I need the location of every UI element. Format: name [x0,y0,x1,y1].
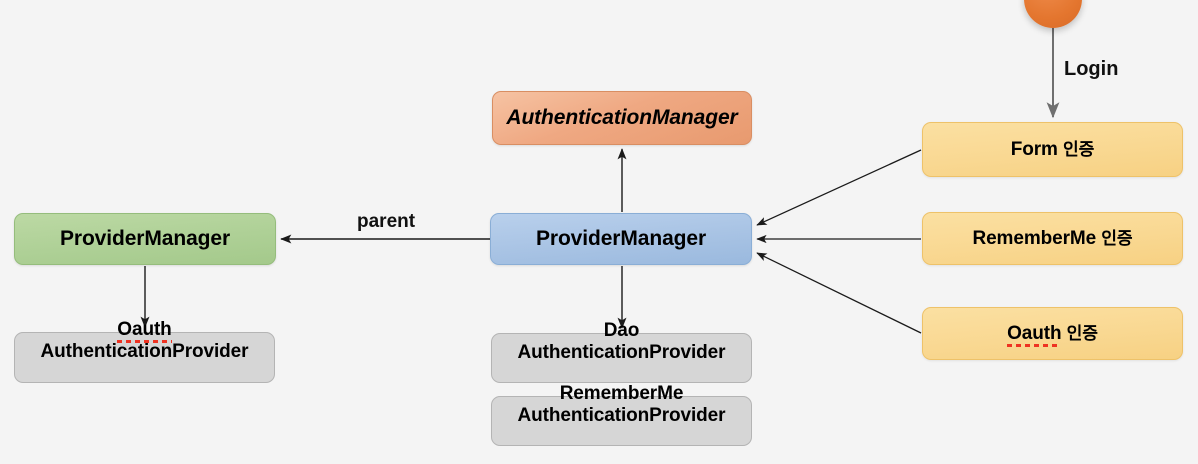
edge-form-to-provider [756,149,922,226]
node-form-auth-label-ko: 인증 [1063,139,1095,159]
node-form-auth-label: Form 인증 [923,139,1182,160]
node-oauth-auth-label-ko: 인증 [1066,323,1098,343]
edge-oauth-to-provider [756,252,922,334]
node-oauth-authentication-provider[interactable]: Oauth AuthenticationProvider [14,319,275,383]
spellcheck-word-oauth: Oauth [117,319,172,340]
node-provider-manager-parent[interactable]: ProviderManager [14,213,276,265]
node-oauth-authentication-provider-line2: AuthenticationProvider [40,341,249,363]
edge-label-parent: parent [357,211,416,232]
node-form-auth-label-en: Form [1010,138,1058,160]
node-rememberme-auth-label: RememberMe 인증 [923,228,1182,249]
node-rememberme-authentication-provider-line2: AuthenticationProvider [517,405,726,427]
edge-label-login: Login [1064,58,1119,80]
node-provider-manager-parent-label: ProviderManager [59,227,231,251]
node-provider-manager-center[interactable]: ProviderManager [490,213,752,265]
node-oauth-auth[interactable]: Oauth 인증 [922,307,1183,360]
node-rememberme-auth[interactable]: RememberMe 인증 [922,212,1183,265]
node-rememberme-auth-label-en: RememberMe [972,227,1097,249]
node-dao-authentication-provider-line1: Dao [603,320,640,341]
spellcheck-word-oauth-auth: Oauth [1007,322,1062,344]
node-dao-authentication-provider[interactable]: Dao AuthenticationProvider [491,320,752,383]
node-dao-authentication-provider-label: Dao AuthenticationProvider [492,320,751,364]
node-dao-authentication-provider-line2: AuthenticationProvider [517,342,726,364]
node-authentication-manager-label: AuthenticationManager [506,106,738,130]
node-rememberme-auth-label-ko: 인증 [1101,228,1133,248]
node-oauth-authentication-provider-label: Oauth AuthenticationProvider [15,319,274,363]
start-circle [1024,0,1082,28]
node-authentication-manager[interactable]: AuthenticationManager [492,91,752,145]
node-provider-manager-center-label: ProviderManager [535,227,707,251]
node-rememberme-authentication-provider-line1: RememberMe [559,383,684,404]
node-rememberme-authentication-provider[interactable]: RememberMe AuthenticationProvider [491,383,752,446]
node-oauth-auth-label: Oauth 인증 [923,323,1182,344]
node-form-auth[interactable]: Form 인증 [922,122,1183,177]
node-rememberme-authentication-provider-label: RememberMe AuthenticationProvider [492,383,751,427]
